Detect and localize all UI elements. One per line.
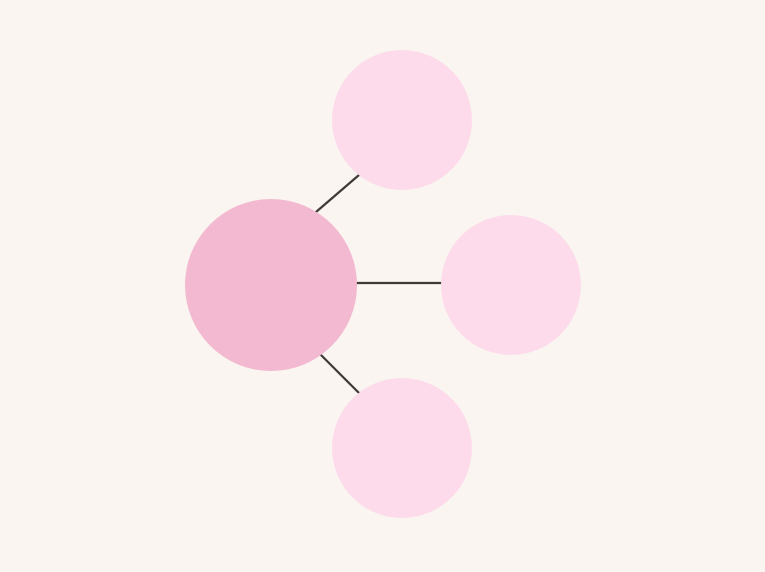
node-circle-bottom [332,378,472,518]
node-circle-right [441,215,581,355]
node-circle-top [332,50,472,190]
connector-hub-top [314,173,361,214]
nodes [185,50,581,518]
connector-hub-bottom [319,353,361,395]
hub-circle [185,199,357,371]
connectors [314,173,444,395]
